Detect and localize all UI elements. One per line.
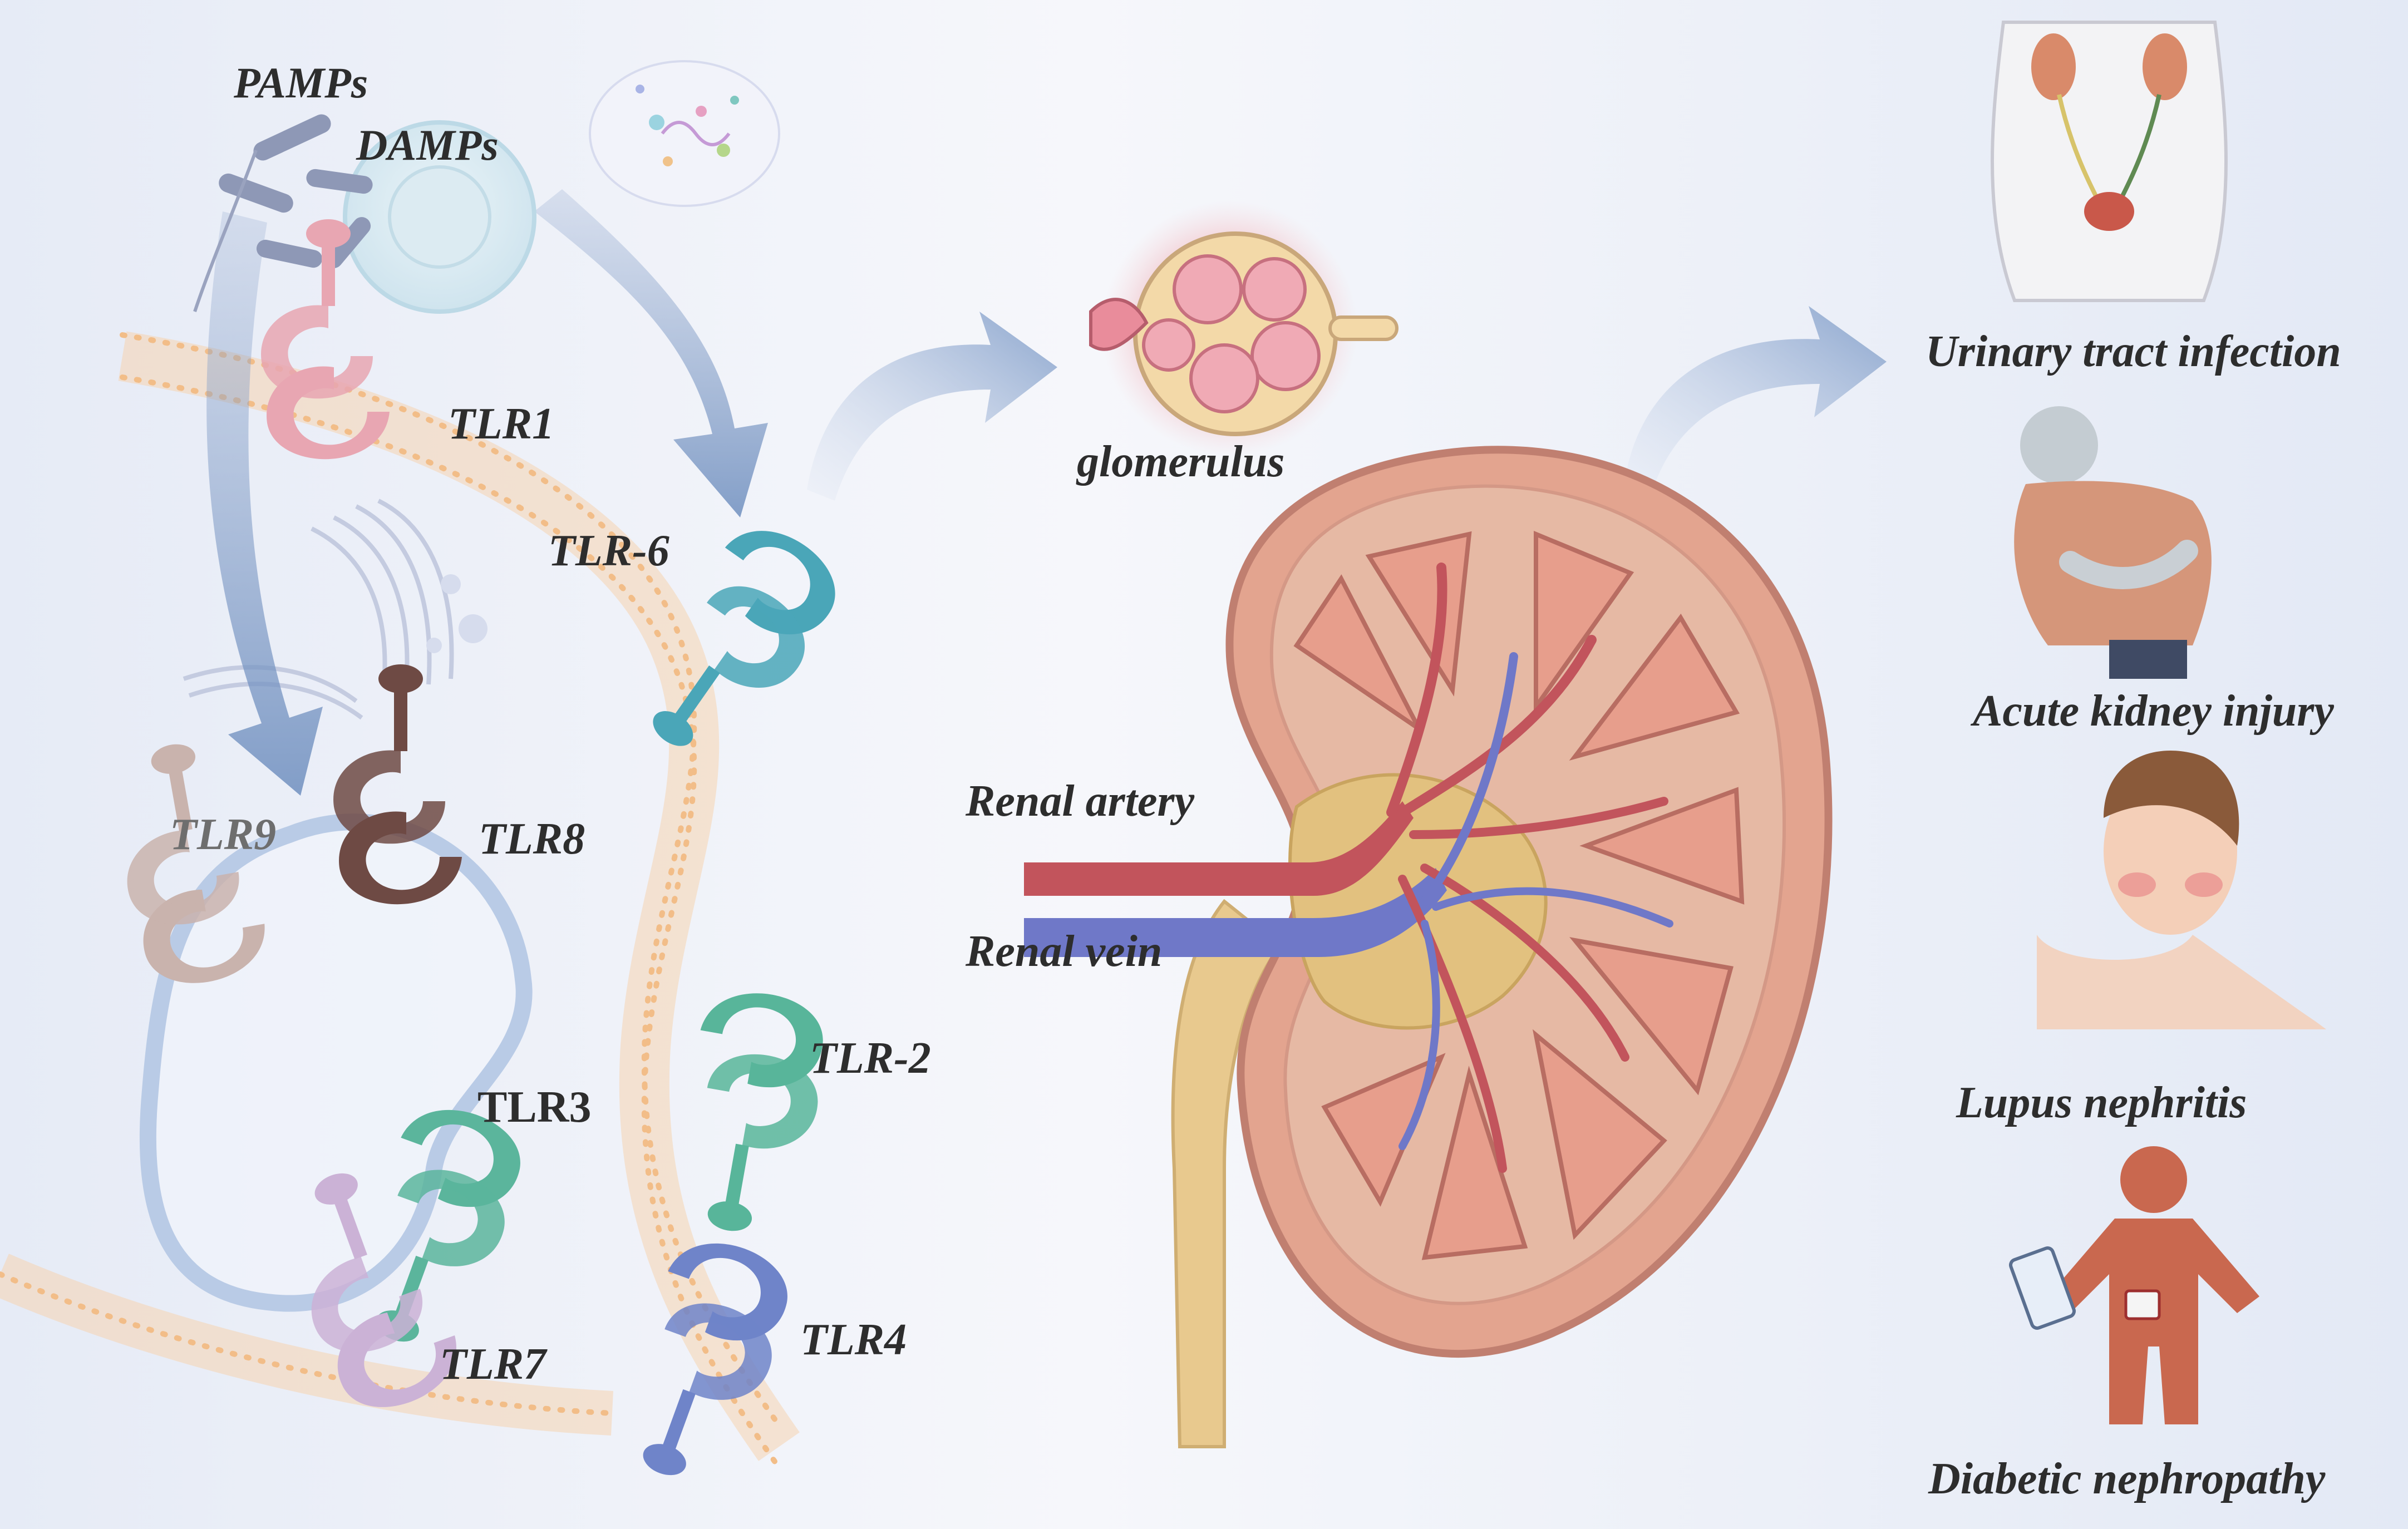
tlr1-label: TLR1 [448,399,555,448]
endoplasmic-reticulum [183,499,454,720]
tlr9-label: TLR9 [170,810,277,859]
tlr2-label: TLR-2 [810,1034,931,1083]
damps-nucleus [388,165,491,269]
urinary-tract-illustration [1991,21,2228,302]
membrane-outer-leaflet [120,332,782,1428]
uti-label: Urinary tract infection [1926,327,2341,376]
pamps-bacteria [219,114,373,268]
renal-vein-vessel [1024,868,1447,957]
kidney-panel [807,200,1887,1448]
lupus-nephritis-illustration [2037,751,2326,1029]
signal-arrow-left [206,211,323,796]
plasma-membrane [118,331,800,1461]
tlr4-receptor-icon [643,1243,787,1476]
acute-kidney-injury-illustration [2014,406,2212,679]
tlr6-label: TLR-6 [548,526,669,575]
aki-label: Acute kidney injury [1973,687,2334,736]
vesicles [426,574,487,653]
diabetic-label: Diabetic nephropathy [1928,1454,2326,1503]
glomerulus-label: glomerulus [1077,437,1285,486]
diabetic-nephropathy-illustration [2008,1146,2259,1424]
renal-pyramids [1293,531,1745,1260]
lupus-label: Lupus nephritis [1956,1078,2247,1127]
renal-artery-vessel [1024,801,1414,896]
bacteria-flagellum [193,149,258,312]
tlr7-receptor-icon [311,1173,456,1407]
curved-arrow-to-diseases [1625,306,1887,490]
tlr8-label: TLR8 [479,815,585,864]
renal-vein-label: Renal vein [966,927,1163,976]
tlr6-receptor-icon [653,531,835,746]
tlr1-receptor-icon [261,219,390,460]
tlr7-label: TLR7 [440,1340,546,1389]
tlr4-label: TLR4 [800,1315,907,1364]
afferent-arteriole [1089,298,1149,351]
glomerular-capillaries [1142,254,1321,413]
tlr3-label: TLR3 [477,1083,592,1132]
curved-arrow-to-glomerulus [807,312,1057,501]
disease-panel [1991,21,2326,1424]
cell-debris [589,60,780,207]
membrane-inner-leaflet [120,374,782,1471]
pamps-label: PAMPs [234,58,368,107]
renal-branches [1386,563,1673,1173]
tlr9-receptor-icon [127,744,265,983]
tlr8-receptor-icon [333,664,462,905]
tlr2-receptor-icon [700,993,823,1231]
renal-artery-label: Renal artery [966,777,1195,826]
proximal-tubule [1328,315,1398,341]
membrane-lower-dots [0,1271,615,1416]
damps-label: DAMPs [356,121,499,169]
signal-arrow-right [534,189,768,517]
tlr-receptors [127,219,835,1476]
